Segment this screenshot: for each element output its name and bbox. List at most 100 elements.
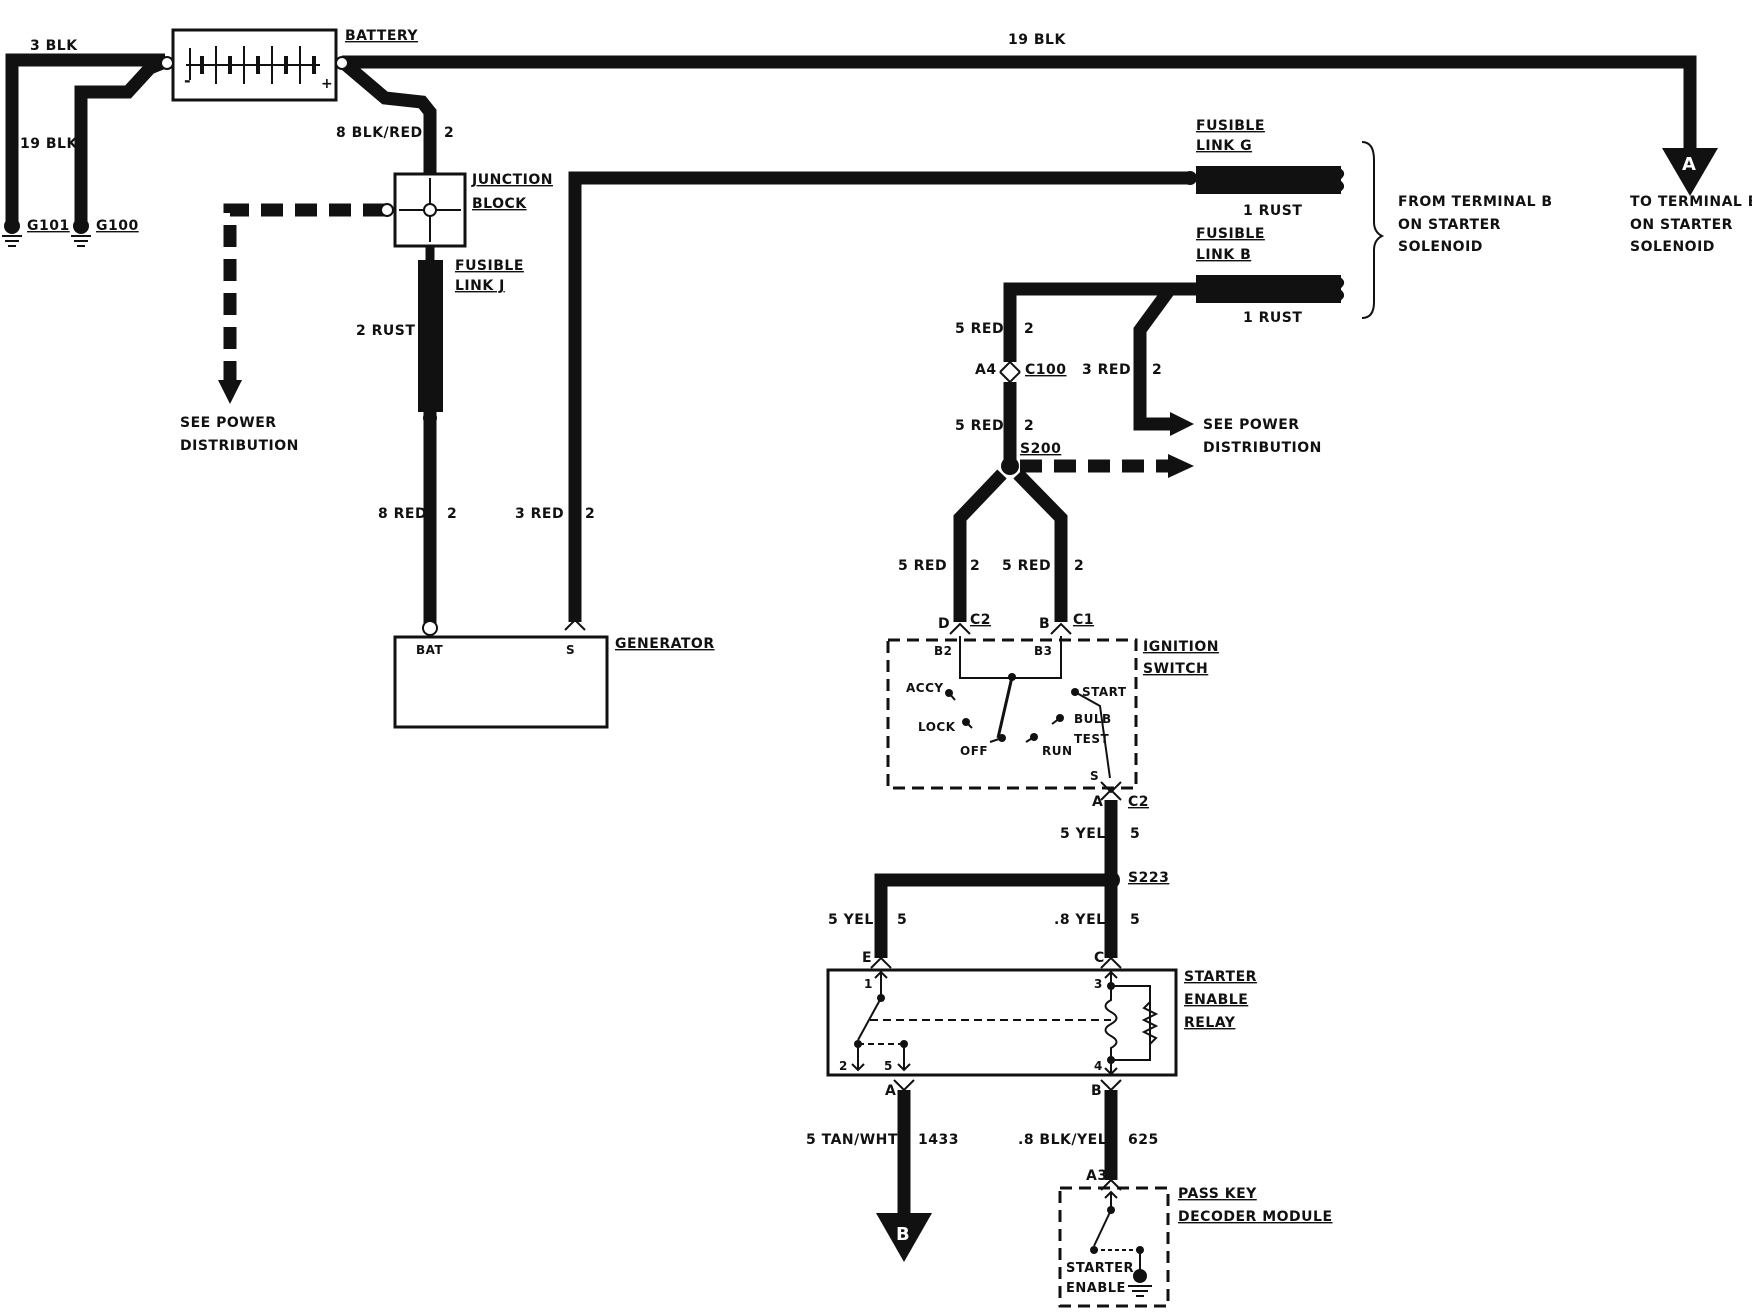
ref-a-triangle: A — [1662, 148, 1718, 196]
relay-pin-5: 5 — [884, 1059, 893, 1073]
fusible-links-gb: FUSIBLE LINK G 1 RUST FUSIBLE LINK B 1 R… — [1196, 118, 1553, 326]
relay-pin-2: 2 — [839, 1059, 848, 1073]
battery-positive-terminal — [335, 56, 349, 70]
pin-a-relay: A — [885, 1083, 896, 1099]
label-5yel-left: 5 YEL — [828, 912, 874, 928]
passkey-label-1: PASS KEY — [1178, 1186, 1257, 1202]
see-power-1b: DISTRIBUTION — [180, 438, 299, 454]
label-3red-gen-circuit: 2 — [585, 506, 595, 522]
arrow-right-icon — [1170, 412, 1194, 436]
ignition-label-1: IGNITION — [1143, 639, 1219, 655]
wire-5yel-left — [874, 873, 1111, 958]
label-8yel: .8 YEL — [1054, 912, 1106, 928]
fusible-link-b — [1196, 275, 1341, 303]
fusible-link-j — [418, 260, 443, 412]
generator-bat: BAT — [416, 643, 444, 657]
pin-a3: A3 — [1086, 1168, 1108, 1184]
ignition-switch-box — [886, 638, 1138, 790]
relay-box — [826, 968, 1178, 1077]
c2-sw-label: C2 — [1128, 794, 1149, 810]
relay-outputs: B 5 TAN/WHT 1433 .8 BLK/YEL 625 A3 — [806, 1090, 1159, 1262]
battery-circuit: - + BATTERY 3 BLK 19 BLK 19 BLK 8 BLK/RE… — [5, 28, 1697, 228]
generator-s: S — [566, 643, 575, 657]
sw-off: OFF — [960, 744, 988, 758]
wire-see-power-dist-1 — [223, 203, 385, 382]
see-power-1a: SEE POWER — [180, 415, 277, 431]
battery-label: BATTERY — [345, 28, 418, 44]
brace-icon — [1361, 141, 1385, 319]
label-8red: 8 RED — [378, 506, 427, 522]
label-5yel-left-circuit: 5 — [897, 912, 907, 928]
label-19blk-top: 19 BLK — [1008, 32, 1066, 48]
generator-box — [393, 635, 609, 729]
c1-label: C1 — [1073, 612, 1094, 628]
relay-pin-3: 3 — [1094, 977, 1103, 991]
label-5red-mid: 5 RED — [955, 418, 1004, 434]
fusible-g-label-1: FUSIBLE — [1196, 118, 1265, 134]
relay-label-1: STARTER — [1184, 969, 1257, 985]
arrow-down-icon — [218, 380, 242, 404]
label-5yel-sw: 5 YEL — [1060, 826, 1106, 842]
label-5red-mid-circuit: 2 — [1024, 418, 1034, 434]
to-terminal-line2: ON STARTER — [1630, 217, 1733, 233]
label-8blkyel-circuit: 625 — [1128, 1132, 1159, 1148]
label-5yel-sw-circuit: 5 — [1130, 826, 1140, 842]
label-5red-top: 5 RED — [955, 321, 1004, 337]
label-3red-gen: 3 RED — [515, 506, 564, 522]
label-8yel-circuit: 5 — [1130, 912, 1140, 928]
wire-3red-gen — [568, 171, 1190, 622]
ignition-switch: IGNITION SWITCH B2 B3 ACCY LOCK OFF RUN … — [886, 636, 1219, 810]
ignition-feed: 5 RED 2 A4 C100 3 RED 2 SEE POWER DISTRI… — [898, 282, 1321, 635]
fusible-g-label-2: LINK G — [1196, 138, 1252, 154]
sw-test: TEST — [1074, 732, 1110, 746]
label-1rust-g: 1 RUST — [1243, 203, 1302, 219]
s223-label: S223 — [1128, 870, 1169, 886]
label-5red-left: 5 RED — [898, 558, 947, 574]
to-terminal-line1: TO TERMINAL B — [1630, 194, 1752, 210]
passkey-label-2: DECODER MODULE — [1178, 1209, 1333, 1225]
c100-label: C100 — [1025, 362, 1067, 378]
from-terminal-line1: FROM TERMINAL B — [1398, 194, 1553, 210]
relay-pin-4: 4 — [1094, 1059, 1103, 1073]
label-8red-circuit: 2 — [447, 506, 457, 522]
ground-g101-label: G101 — [27, 218, 70, 234]
wire-3blk — [5, 53, 165, 228]
sw-b3: B3 — [1034, 644, 1053, 658]
wire-19blk-left — [74, 55, 168, 228]
junction-label-1: JUNCTION — [471, 172, 553, 188]
battery-cells-icon — [186, 46, 320, 84]
ignition-label-2: SWITCH — [1143, 661, 1208, 677]
pass-key-decoder: PASS KEY DECODER MODULE STARTER ENABLE — [1058, 1186, 1333, 1308]
label-8blkred-circuit: 2 — [444, 125, 454, 141]
wire-5red-top — [1003, 282, 1198, 362]
c2-left-label: C2 — [970, 612, 991, 628]
ref-b-label: B — [896, 1224, 910, 1245]
battery-negative-terminal — [160, 56, 174, 70]
see-power-2a: SEE POWER — [1203, 417, 1300, 433]
label-5red-right-circuit: 2 — [1074, 558, 1084, 574]
battery-minus: - — [184, 71, 191, 90]
label-8blkyel: .8 BLK/YEL — [1018, 1132, 1107, 1148]
label-1rust-b: 1 RUST — [1243, 310, 1302, 326]
ground-g100-label: G100 — [96, 218, 139, 234]
relay-pin-1: 1 — [864, 977, 873, 991]
passkey-se-1: STARTER — [1066, 1261, 1134, 1276]
fusible-link-g — [1196, 166, 1341, 194]
c100-pin-a4: A4 — [975, 362, 997, 378]
pin-e: E — [862, 950, 872, 966]
wire-19blk-top — [342, 55, 1697, 150]
label-3blk: 3 BLK — [30, 38, 78, 54]
junction-circuit: SEE POWER DISTRIBUTION JUNCTION BLOCK FU… — [180, 171, 1197, 729]
arrow-right-icon-2 — [1168, 454, 1194, 478]
sw-run: RUN — [1042, 744, 1073, 758]
wire-3red-pd — [1133, 282, 1198, 431]
fusible-b-label-2: LINK B — [1196, 247, 1251, 263]
pin-b-relay: B — [1091, 1083, 1102, 1099]
relay-label-3: RELAY — [1184, 1015, 1236, 1031]
splice-s200 — [1001, 457, 1019, 475]
relay-label-2: ENABLE — [1184, 992, 1248, 1008]
label-5tanwht-circuit: 1433 — [918, 1132, 959, 1148]
label-3red-pd: 3 RED — [1082, 362, 1131, 378]
wire-5red-right — [1013, 469, 1068, 622]
